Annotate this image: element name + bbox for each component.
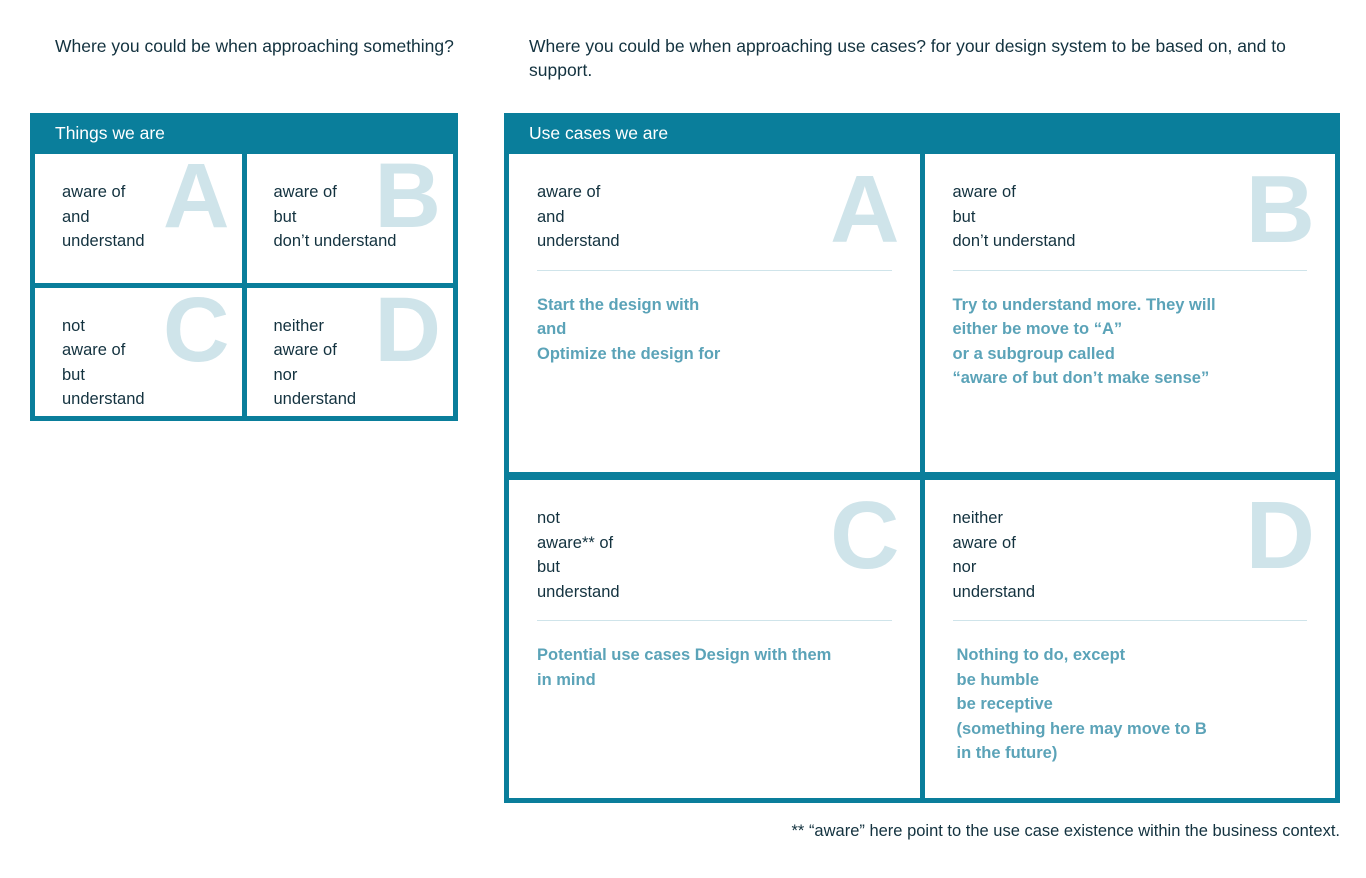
quadrant-letter-c-watermark: C [163,287,229,381]
quadrant-a-divider [537,269,892,271]
left-panel-intro-text: Where you could be when approaching some… [55,36,454,56]
quadrant-letter-b-watermark: B [374,154,441,247]
right-quadrant-d-action: Nothing to do, except be humble be recep… [956,646,1207,762]
left-quadrant-a[interactable]: A aware of and understand [35,154,242,283]
quadrant-d-divider [952,620,1307,621]
left-quadrant-a-title: aware of and understand [62,183,145,250]
quadrant-c-divider [537,620,892,621]
right-panel-intro-text: Where you could be when approaching use … [529,36,1286,80]
right-quadrant-a-action: Start the design with and Optimize the d… [537,295,721,363]
right-quadrant-c-title: not aware** of but understand [537,509,620,601]
left-panel-header-bar: Things we are [30,113,458,154]
quadrant-letter-b-watermark: B [1245,156,1315,263]
things-we-are-matrix: A aware of and understand B aware of but… [30,154,458,421]
quadrant-b-divider [952,269,1307,271]
right-quadrant-a-title: aware of and understand [537,183,620,250]
footnote-text: ** “aware” here point to the use case ex… [791,822,1340,840]
right-panel-header-bar: Use cases we are [504,113,1340,154]
left-quadrant-d-title: neither aware of nor understand [273,316,357,409]
right-quadrant-a[interactable]: A aware of and understand Start the desi… [509,154,920,472]
left-quadrant-b-title: aware of but don’t understand [273,183,397,250]
use-cases-we-are-matrix: A aware of and understand Start the desi… [504,154,1340,803]
right-quadrant-b[interactable]: B aware of but don’t understand Try to u… [924,154,1335,472]
quadrant-letter-c-watermark: C [830,482,899,589]
right-quadrant-d[interactable]: D neither aware of nor understand Nothin… [924,480,1335,798]
left-quadrant-d[interactable]: D neither aware of nor understand [246,287,453,416]
quadrant-letter-a-watermark: A [163,154,229,247]
left-quadrant-c-title: not aware of but understand [62,316,145,409]
quadrant-letter-d-watermark: D [1245,482,1315,589]
right-quadrant-b-action: Try to understand more. They will either… [952,295,1216,388]
quadrant-letter-a-watermark: A [830,156,899,263]
left-quadrant-b[interactable]: B aware of but don’t understand [246,154,453,283]
right-quadrant-b-title: aware of but don’t understand [952,183,1076,250]
right-panel-header-label: Use cases we are [529,122,669,143]
left-panel-header-label: Things we are [55,122,165,143]
right-quadrant-c[interactable]: C not aware** of but understand Potentia… [509,480,920,798]
right-quadrant-c-action: Potential use cases Design with them in … [537,646,832,689]
left-quadrant-c[interactable]: C not aware of but understand [35,287,242,416]
right-quadrant-d-title: neither aware of nor understand [952,509,1036,601]
quadrant-letter-d-watermark: D [374,287,441,381]
